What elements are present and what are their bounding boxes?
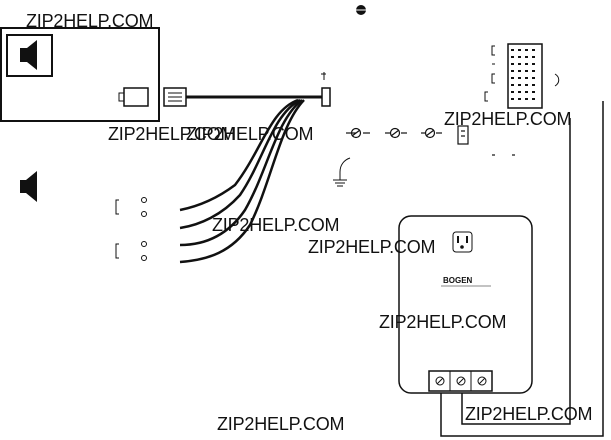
wire-bundle bbox=[179, 98, 305, 264]
terminal-block bbox=[484, 43, 560, 109]
watermark-text: ZIP2HELP.COM bbox=[444, 109, 572, 129]
screw-terminal-icon bbox=[428, 370, 493, 392]
watermark-text: ZIP2HELP.COM bbox=[465, 404, 593, 424]
power-supply: BOGEN bbox=[398, 215, 533, 394]
speaker-icon bbox=[20, 40, 37, 70]
watermark-text: ZIP2HELP.COM bbox=[212, 215, 340, 235]
watermark-text: ZIP2HELP.COM bbox=[217, 414, 345, 434]
brand-logo: BOGEN bbox=[443, 276, 473, 285]
ac-outlet-icon bbox=[452, 231, 473, 253]
speaker-icon bbox=[20, 171, 37, 202]
power-wires bbox=[440, 101, 604, 437]
speaker-terminal-group-2 bbox=[115, 241, 147, 261]
screw-chain bbox=[346, 125, 515, 156]
speaker-amplifier-box bbox=[0, 27, 160, 122]
watermark-text: ZIP2HELP.COM bbox=[108, 124, 236, 144]
ground-icon bbox=[333, 157, 351, 187]
speaker-terminal-group-1 bbox=[115, 197, 147, 217]
indicator-mark bbox=[355, 5, 367, 15]
watermark-text: ZIP2HELP.COM bbox=[186, 124, 314, 144]
rj-jack-icon bbox=[118, 87, 149, 107]
cable-connector bbox=[321, 72, 331, 107]
watermark-text: ZIP2HELP.COM bbox=[379, 312, 507, 332]
watermark-text: ZIP2HELP.COM bbox=[26, 11, 154, 31]
rj-plug bbox=[163, 87, 187, 107]
watermark-text: ZIP2HELP.COM bbox=[308, 237, 436, 257]
